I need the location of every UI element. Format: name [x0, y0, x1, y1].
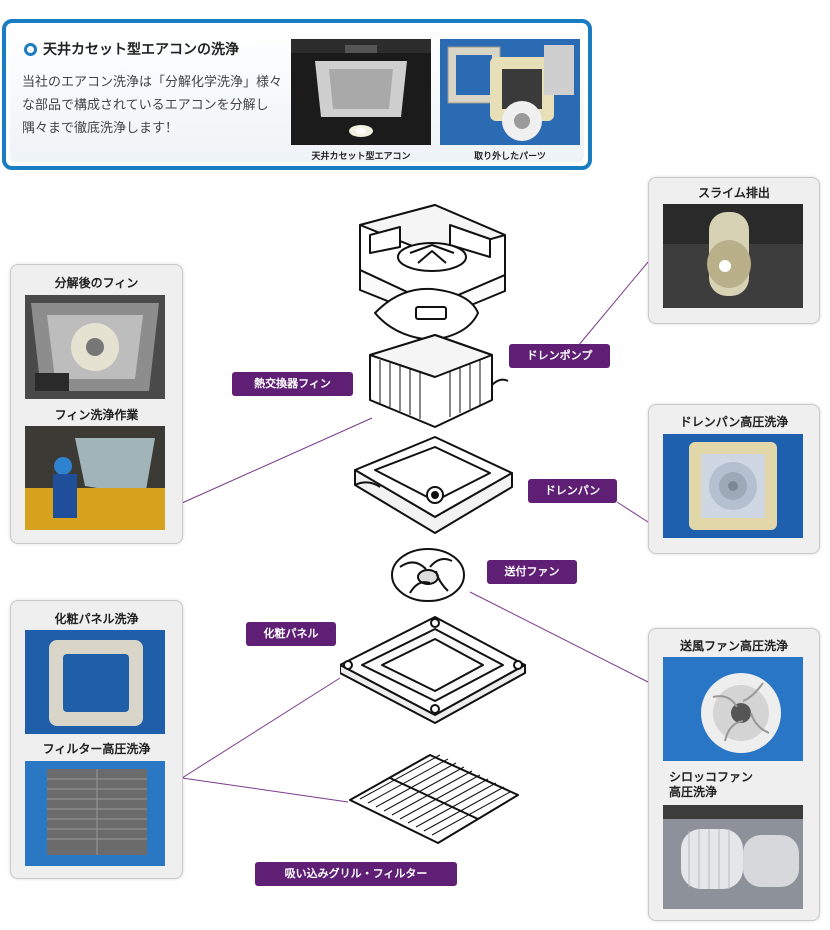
decorative-panel-part [340, 616, 526, 724]
panel-wash-photo [25, 630, 165, 734]
fin-photo-panel: 分解後のフィン フィン洗浄作業 [10, 264, 183, 544]
ceiling-cassette-photo [291, 39, 431, 145]
heat-exchanger-part [369, 334, 509, 428]
leader-decorative-panel [181, 677, 341, 779]
drain-pan-part [354, 436, 513, 534]
circle-bullet-icon [24, 42, 37, 56]
removed-parts-caption: 取り外したパーツ [474, 152, 546, 162]
label-decorative-panel: 化粧パネル [246, 622, 336, 646]
fin-after-title: 分解後のフィン [54, 276, 139, 290]
label-fan: 送付ファン [487, 560, 577, 584]
leader-fan [469, 591, 649, 683]
drain-pan-wash-title: ドレンパン高圧洗浄 [679, 415, 789, 429]
sirocco-wash-title: シロッコファン 高圧洗浄 [669, 770, 754, 799]
drain-pan-wash-photo [663, 434, 803, 538]
leader-drain-pan [616, 501, 649, 523]
leader-filter [181, 777, 349, 803]
label-drain-pump: ドレンポンプ [509, 344, 610, 368]
grille-filter-part [349, 754, 519, 844]
fan-wash-photo [663, 657, 803, 761]
label-drain-pan: ドレンパン [528, 479, 617, 503]
panel-wash-title: 化粧パネル洗浄 [54, 612, 139, 626]
filter-wash-title: フィルター高圧洗浄 [42, 742, 151, 756]
leader-heat-exchanger [181, 417, 373, 504]
intro-title-row: 天井カセット型エアコンの洗浄 [24, 39, 239, 59]
filter-wash-photo [25, 761, 165, 866]
exploded-view-diagram [340, 204, 526, 844]
label-heat-exchanger: 熱交換器フィン [232, 372, 353, 396]
slime-photo-panel: スライム排出 [648, 177, 820, 324]
slime-photo [663, 204, 803, 308]
fin-wash-photo [25, 426, 165, 530]
fan-part [391, 548, 465, 602]
ceiling-cassette-caption: 天井カセット型エアコン [311, 152, 411, 162]
intro-title: 天井カセット型エアコンの洗浄 [43, 42, 239, 58]
drain-pump-part [374, 287, 479, 341]
panel-filter-photo-panel: 化粧パネル洗浄 フィルター高圧洗浄 [10, 600, 183, 879]
intro-box-inner: 天井カセット型エアコンの洗浄 当社のエアコン洗浄は「分解化学洗浄」様々な部品で構… [10, 27, 584, 162]
leader-drain-pump [577, 261, 649, 347]
fin-wash-title: フィン洗浄作業 [54, 408, 139, 422]
fan-wash-title: 送風ファン高圧洗浄 [679, 639, 788, 653]
removed-parts-photo [440, 39, 580, 145]
intro-box: 天井カセット型エアコンの洗浄 当社のエアコン洗浄は「分解化学洗浄」様々な部品で構… [2, 19, 592, 170]
fin-after-photo [25, 295, 165, 399]
unit-casing [359, 204, 506, 321]
fan-photo-panel: 送風ファン高圧洗浄 シロッコファン 高圧洗浄 [648, 628, 820, 921]
intro-description: 当社のエアコン洗浄は「分解化学洗浄」様々な部品で構成されているエアコンを分解し隅… [22, 75, 283, 136]
slime-title: スライム排出 [698, 186, 770, 200]
sirocco-wash-photo [663, 805, 803, 909]
label-grille-filter: 吸い込みグリル・フィルター [255, 862, 457, 886]
drain-pan-photo-panel: ドレンパン高圧洗浄 [648, 404, 820, 554]
